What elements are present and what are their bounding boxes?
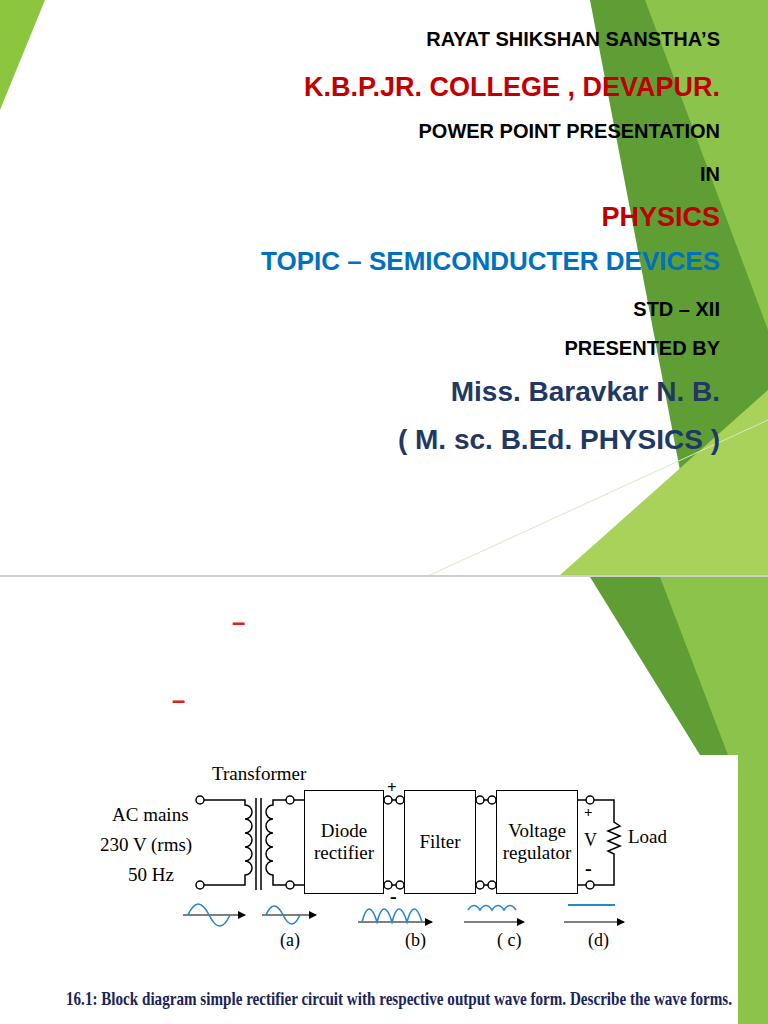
green-band [738,755,768,1024]
regulator-box: Voltage regulator [496,790,578,894]
corner-shape [0,0,45,110]
red-dash: – [232,608,245,636]
block-label: Diode rectifier [309,820,379,864]
block-label: Filter [409,831,471,853]
connecting-wire [476,796,496,804]
class-line: STD – XII [633,298,720,321]
transformer-symbol [196,796,305,890]
filter-box: Filter [404,790,476,894]
polarity-sign: - [390,885,397,908]
connecting-wire [384,796,404,804]
presenter-name: Miss. Baravkar N. B. [451,376,720,408]
voltage-symbol: V [584,830,597,851]
red-dash: – [172,686,185,714]
rectifier-box: Diode rectifier [304,790,384,894]
presenter-heading: PRESENTED BY [564,337,720,360]
subject-name: PHYSICS [601,202,720,233]
slide-divider [0,575,768,577]
load-resistor [577,796,620,889]
figure-caption: 16.1: Block diagram simple rectifier cir… [66,988,732,1010]
block-label: Voltage regulator [501,820,573,864]
polarity-sign: + [387,778,397,798]
subtitle: POWER POINT PRESENTATION [419,120,721,143]
green-band [660,577,768,755]
callout-letter: (b) [405,930,426,951]
subtitle: IN [700,163,720,186]
college-name: K.B.P.JR. COLLEGE , DEVAPUR. [304,72,720,103]
polarity-sign: + [584,804,593,821]
input-label: AC mains [112,804,189,826]
figure-ground [62,755,738,1024]
green-band [590,577,768,755]
callout-letter: (a) [280,930,300,951]
green-triangle [560,390,768,575]
callout-letter: (d) [588,930,609,951]
part-label: Load [628,826,667,848]
connecting-wire [476,881,496,889]
callout-letter: ( c) [497,930,521,951]
presenter-degree: ( M. sc. B.Ed. PHYSICS ) [398,424,720,456]
input-label: 50 Hz [128,864,174,886]
waveforms [183,904,624,926]
input-label: 230 V (rms) [100,834,192,856]
part-label: Transformer [212,763,306,785]
topic-title: TOPIC – SEMICONDUCTER DEVICES [261,247,720,277]
polarity-sign: - [585,857,592,880]
institution-name: RAYAT SHIKSHAN SANSTHA’S [426,28,720,51]
